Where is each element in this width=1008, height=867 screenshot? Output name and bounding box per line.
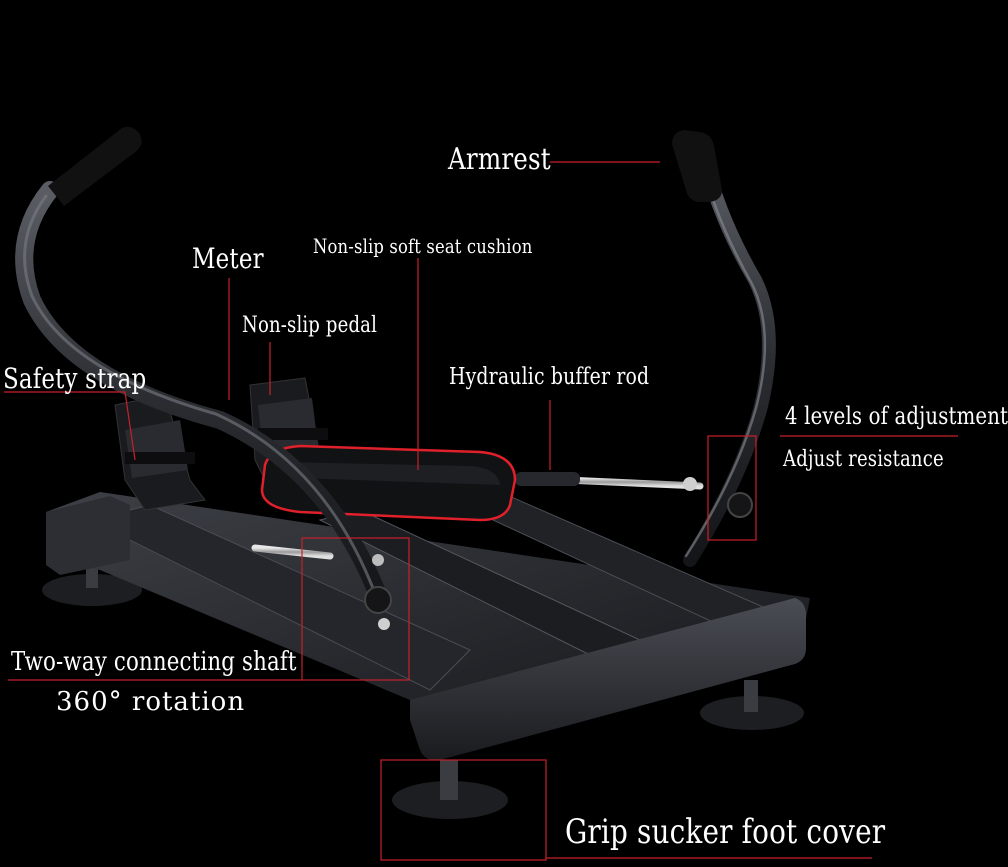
adjustment-knob-left: [364, 586, 392, 614]
pivot-bolt-left: [378, 618, 390, 630]
label-foot-cover: Grip sucker foot cover: [565, 812, 886, 852]
callout-safety-strap: [4, 391, 136, 461]
callout-box-foot: [380, 759, 547, 861]
suction-foot-right: [700, 680, 804, 730]
label-rotation: 360° rotation: [56, 687, 246, 717]
label-adjust-resistance: Adjust resistance: [783, 447, 944, 472]
adjustment-knob-right: [727, 492, 753, 518]
buffer-cylinder-right: [515, 472, 580, 486]
label-safety-strap: Safety strap: [3, 362, 147, 395]
rowing-arm-right-highlight: [684, 162, 767, 558]
label-pedal: Non-slip pedal: [242, 313, 378, 338]
label-buffer-rod: Hydraulic buffer rod: [449, 364, 650, 390]
label-meter: Meter: [192, 242, 264, 275]
label-adjustment-levels: 4 levels of adjustment: [785, 402, 1008, 430]
callout-box-shaft: [301, 537, 410, 681]
pedal-left: [114, 394, 206, 511]
pivot-bolt-center: [372, 554, 384, 566]
handle-grip-left: [48, 126, 142, 206]
suction-foot-front: [392, 760, 508, 819]
rowing-arm-right: [683, 153, 776, 567]
rear-crossbar: [46, 496, 130, 575]
rowing-arm-left-highlight: [23, 194, 378, 598]
callout-box-adjustment: [707, 435, 757, 541]
label-armrest: Armrest: [448, 142, 551, 177]
front-crossbar: [410, 598, 806, 761]
handle-grip-right: [672, 130, 722, 202]
label-connecting-shaft: Two-way connecting shaft: [11, 647, 297, 677]
buffer-rod-left: [251, 544, 334, 560]
callout-lines: [4, 161, 958, 861]
label-seat-cushion: Non-slip soft seat cushion: [313, 234, 533, 258]
pivot-bolt-right: [683, 477, 697, 491]
